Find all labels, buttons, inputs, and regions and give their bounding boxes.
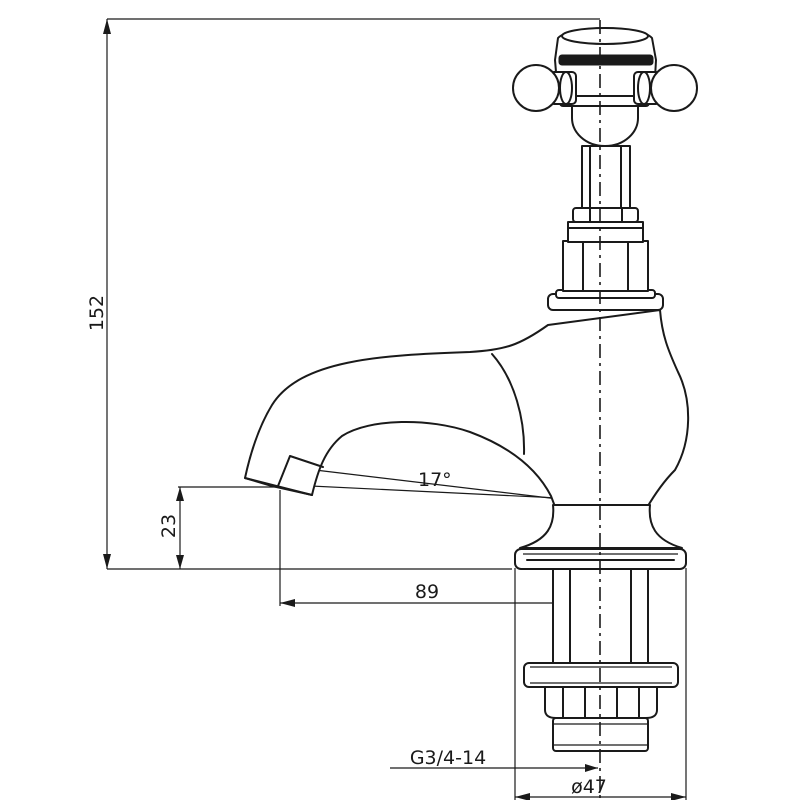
height-label: 152 <box>86 295 108 331</box>
diameter-dimension: ø47 <box>514 568 687 800</box>
angle-label: 17° <box>418 469 452 491</box>
cross-handle-right <box>633 64 698 112</box>
shank <box>523 568 679 752</box>
height-dimension: 152 <box>86 18 600 570</box>
spout-height-label: 23 <box>158 514 180 538</box>
diameter-label: ø47 <box>571 776 607 798</box>
handle-head <box>554 27 657 147</box>
cross-handle-left <box>512 64 577 112</box>
angle-dimension: 17° <box>289 466 601 505</box>
body-neck <box>547 145 664 311</box>
spout <box>244 309 690 521</box>
thread-dimension: G3/4-14 <box>390 747 598 772</box>
reach-label: 89 <box>415 581 439 603</box>
thread-label: G3/4-14 <box>410 747 486 769</box>
spout-height-dimension: 23 <box>158 486 276 569</box>
